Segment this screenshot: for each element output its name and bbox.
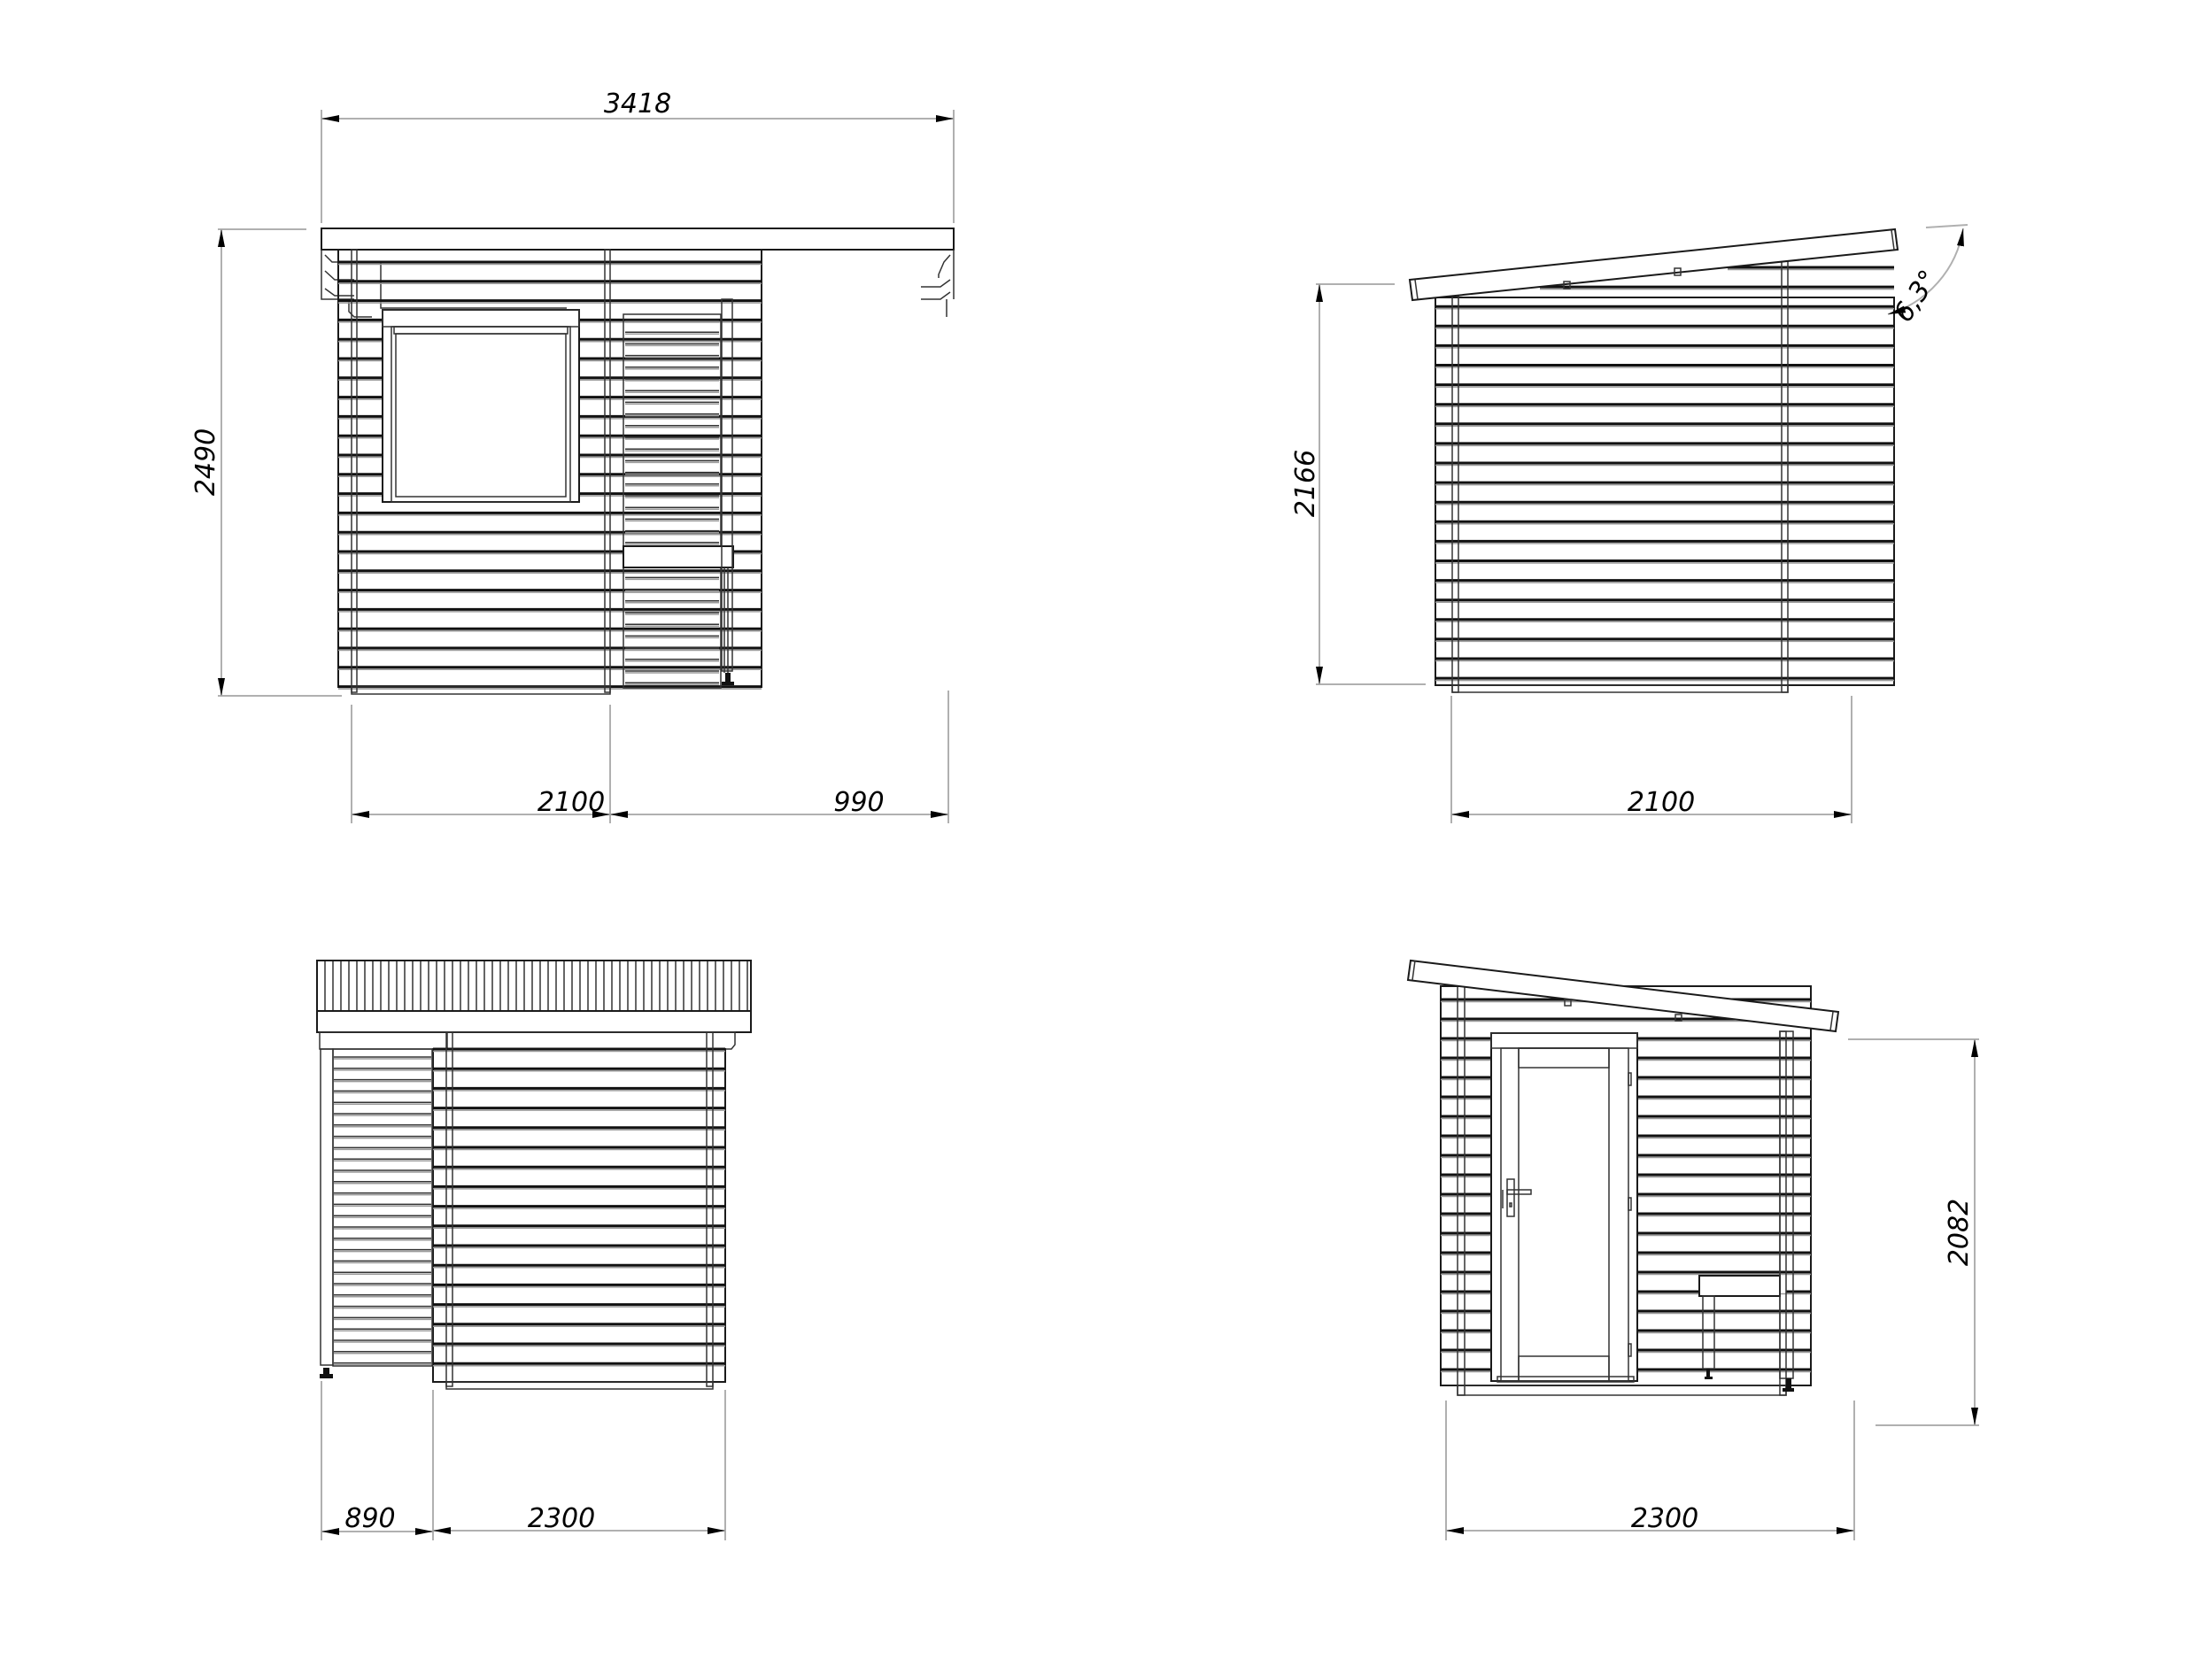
adjustable-foot xyxy=(320,1368,333,1378)
dim-door-side-width: 2300 xyxy=(1631,1503,1698,1534)
bench xyxy=(623,545,734,568)
roof-boarding xyxy=(316,960,752,1012)
adjustable-foot xyxy=(1783,1378,1794,1392)
side-dimensions: 2166 2100 6,3° xyxy=(1290,224,1968,823)
dim-back-shelter-width: 890 xyxy=(344,1503,395,1534)
door xyxy=(1490,1032,1638,1383)
shelter-slats xyxy=(623,298,734,689)
dim-height: 2490 xyxy=(190,428,221,496)
dim-back-cabin-width: 2300 xyxy=(528,1503,595,1534)
side-elevation-view xyxy=(1408,228,1899,693)
back-elevation-view xyxy=(316,960,752,1390)
dim-overall-width: 3418 xyxy=(604,89,671,120)
door-side-elevation-view xyxy=(1406,959,1840,1396)
door-handle xyxy=(1502,1178,1532,1217)
dim-side-width: 2100 xyxy=(1628,787,1695,818)
door-side-dimensions: 2082 2300 xyxy=(1445,1038,1979,1540)
adjustable-foot xyxy=(722,673,734,685)
dim-roof-angle: 6,3° xyxy=(1888,265,1945,328)
front-elevation-view xyxy=(321,228,955,695)
eave-right xyxy=(921,250,955,317)
window xyxy=(382,309,580,503)
back-dimensions: 890 2300 xyxy=(321,1381,726,1540)
roof-fascia xyxy=(316,1010,752,1033)
dim-shelter-width: 990 xyxy=(833,787,884,818)
dim-door-side-height: 2082 xyxy=(1944,1199,1975,1266)
front-dimensions: 3418 2490 2100 990 xyxy=(190,89,955,823)
hinge xyxy=(1628,1343,1632,1357)
hinge xyxy=(1628,1072,1632,1086)
hinge xyxy=(1628,1197,1632,1211)
dim-cabin-width: 2100 xyxy=(538,787,605,818)
bench xyxy=(1698,1275,1781,1379)
roof-beam xyxy=(1406,959,1840,1033)
dim-side-wall-height: 2166 xyxy=(1290,450,1321,517)
